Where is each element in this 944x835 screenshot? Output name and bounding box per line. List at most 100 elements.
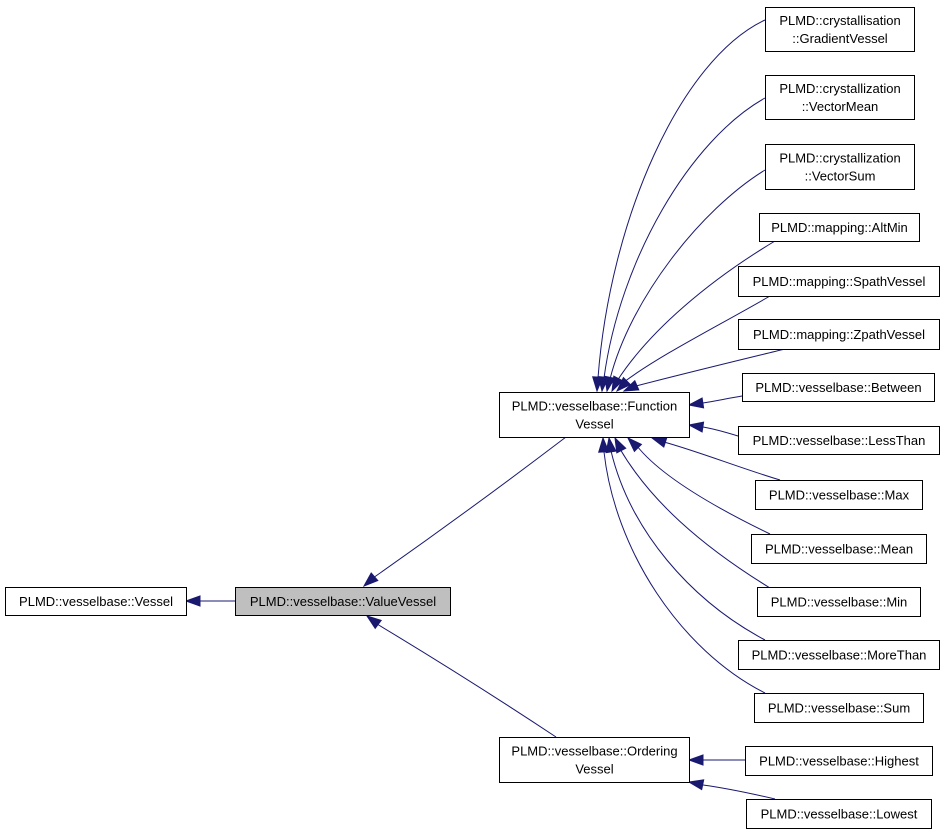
arrowhead-icon — [687, 397, 705, 409]
node-label: PLMD::vesselbase::LessThan — [753, 433, 926, 448]
edge-line — [610, 450, 766, 641]
node-spath-vessel[interactable]: PLMD::mapping::SpathVessel — [738, 266, 940, 297]
node-box — [742, 373, 935, 402]
node-label: PLMD::mapping::ZpathVessel — [753, 327, 925, 342]
node-label: Vessel — [575, 762, 613, 777]
node-label: ::GradientVessel — [792, 31, 887, 46]
edge-alt-min-to-function-vessel — [611, 240, 776, 393]
edge-line — [376, 623, 557, 738]
arrowhead-icon — [605, 436, 617, 454]
node-label: PLMD::vesselbase::Vessel — [19, 594, 173, 609]
edge-line — [702, 395, 743, 404]
arrowhead-icon — [598, 436, 610, 453]
node-vector-mean[interactable]: PLMD::crystallization::VectorMean — [765, 75, 915, 120]
edge-zpath-vessel-to-function-vessel — [622, 348, 786, 392]
node-box — [755, 480, 923, 510]
node-box — [738, 319, 940, 350]
edge-line — [636, 445, 771, 535]
arrowhead-icon — [687, 754, 704, 766]
edge-between-to-function-vessel — [687, 395, 743, 409]
node-between[interactable]: PLMD::vesselbase::Between — [742, 373, 935, 402]
edge-ordering-vessel-to-value-vessel — [365, 615, 557, 738]
node-more-than[interactable]: PLMD::vesselbase::MoreThan — [738, 640, 940, 670]
arrowhead-icon — [650, 436, 668, 448]
edge-line — [603, 97, 766, 379]
node-zpath-vessel[interactable]: PLMD::mapping::ZpathVessel — [738, 319, 940, 350]
node-label: PLMD::vesselbase::Highest — [759, 754, 919, 769]
node-box — [757, 587, 921, 617]
node-less-than[interactable]: PLMD::vesselbase::LessThan — [738, 426, 940, 455]
node-value-vessel[interactable]: PLMD::vesselbase::ValueVessel — [235, 587, 451, 616]
arrowhead-icon — [614, 436, 627, 454]
node-box — [745, 746, 933, 776]
edge-line — [372, 436, 567, 579]
arrowhead-icon — [362, 572, 379, 587]
node-box — [499, 392, 690, 438]
node-label: PLMD::crystallisation — [779, 13, 900, 28]
edge-sum-to-function-vessel — [598, 436, 766, 694]
node-min[interactable]: PLMD::vesselbase::Min — [757, 587, 921, 617]
node-label: ::VectorMean — [802, 99, 879, 114]
node-box — [738, 266, 940, 297]
arrowhead-icon — [184, 595, 201, 607]
node-box — [765, 144, 915, 190]
arrowhead-icon — [622, 379, 640, 392]
edge-more-than-to-function-vessel — [605, 436, 766, 641]
node-vector-sum[interactable]: PLMD::crystallization::VectorSum — [765, 144, 915, 190]
node-label: Vessel — [575, 417, 613, 432]
node-gradient-vessel[interactable]: PLMD::crystallisation::GradientVessel — [765, 7, 915, 52]
node-label: PLMD::vesselbase::Mean — [765, 542, 913, 557]
edge-line — [619, 448, 771, 589]
edge-less-than-to-function-vessel — [687, 421, 739, 437]
edge-min-to-function-vessel — [614, 436, 771, 589]
arrowhead-icon — [626, 436, 643, 453]
edge-function-vessel-to-value-vessel — [362, 436, 567, 587]
edge-line — [616, 240, 776, 382]
edges-layer — [184, 19, 786, 800]
edge-vector-sum-to-function-vessel — [604, 169, 766, 393]
node-alt-min[interactable]: PLMD::mapping::AltMin — [759, 213, 920, 242]
edge-line — [663, 441, 781, 481]
node-label: PLMD::vesselbase::Between — [755, 380, 921, 395]
arrowhead-icon — [615, 376, 632, 393]
node-label: PLMD::vesselbase::Max — [769, 488, 910, 503]
node-box — [235, 587, 451, 616]
edge-line — [702, 784, 776, 800]
node-lowest[interactable]: PLMD::vesselbase::Lowest — [746, 799, 932, 829]
edge-line — [702, 426, 739, 437]
node-highest[interactable]: PLMD::vesselbase::Highest — [745, 746, 933, 776]
edge-value-vessel-to-vessel — [184, 595, 235, 607]
node-label: PLMD::vesselbase::Function — [512, 399, 677, 414]
edge-spath-vessel-to-function-vessel — [615, 295, 771, 393]
node-box — [754, 693, 924, 723]
node-mean[interactable]: PLMD::vesselbase::Mean — [751, 534, 927, 564]
arrowhead-icon — [365, 615, 383, 630]
node-sum[interactable]: PLMD::vesselbase::Sum — [754, 693, 924, 723]
arrowhead-icon — [611, 375, 624, 393]
node-box — [765, 75, 915, 120]
arrowhead-icon — [604, 375, 616, 393]
node-label: PLMD::vesselbase::ValueVessel — [250, 594, 436, 609]
node-label: PLMD::vesselbase::Sum — [768, 701, 910, 716]
edge-lowest-to-ordering-vessel — [687, 779, 776, 800]
node-box — [499, 737, 690, 783]
node-vessel[interactable]: PLMD::vesselbase::Vessel — [5, 587, 187, 616]
edge-line — [603, 451, 766, 694]
node-label: PLMD::crystallization — [779, 81, 900, 96]
arrowhead-icon — [687, 779, 705, 791]
node-box — [738, 426, 940, 455]
node-label: PLMD::mapping::AltMin — [771, 220, 908, 235]
node-box — [751, 534, 927, 564]
node-label: PLMD::vesselbase::Ordering — [511, 744, 677, 759]
node-label: PLMD::vesselbase::MoreThan — [752, 648, 927, 663]
edge-line — [609, 169, 766, 380]
edge-highest-to-ordering-vessel — [687, 754, 745, 766]
edge-line — [635, 348, 786, 387]
node-box — [738, 640, 940, 670]
node-max[interactable]: PLMD::vesselbase::Max — [755, 480, 923, 510]
node-box — [746, 799, 932, 829]
